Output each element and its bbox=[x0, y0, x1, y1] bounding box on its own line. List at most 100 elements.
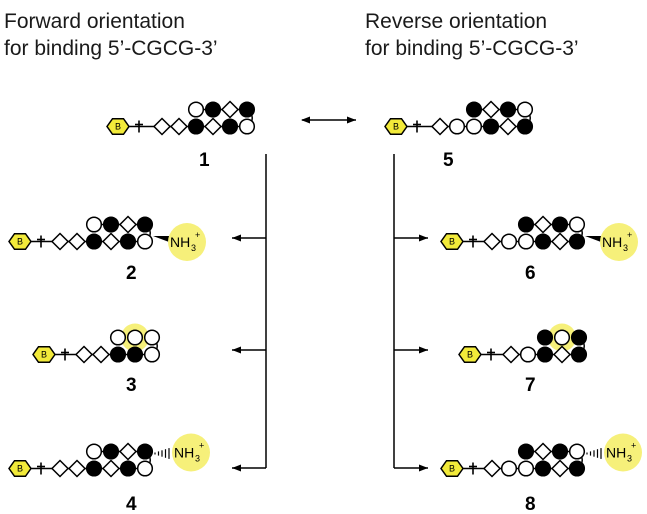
b-badge-letter: B bbox=[17, 237, 23, 247]
open-circle-unit bbox=[109, 329, 127, 346]
open-circle-unit bbox=[465, 118, 483, 135]
nh3-label: NH bbox=[602, 234, 622, 250]
filled-circle-unit bbox=[465, 101, 483, 118]
filled-circle-unit bbox=[536, 346, 554, 363]
filled-circle-unit bbox=[85, 460, 103, 477]
open-circle-unit bbox=[568, 216, 586, 233]
open-circle-unit bbox=[126, 329, 144, 346]
nh3-charge: + bbox=[627, 230, 632, 240]
nh3-highlight bbox=[604, 433, 642, 472]
diamond-unit bbox=[118, 442, 138, 461]
b-badge-icon bbox=[440, 232, 464, 251]
wedge-bond bbox=[153, 236, 169, 242]
b-badge-icon bbox=[106, 117, 130, 136]
filled-circle-unit bbox=[551, 216, 569, 233]
diamond-unit bbox=[118, 215, 138, 234]
diamond-unit bbox=[533, 442, 553, 461]
diamond-unit bbox=[220, 100, 240, 119]
filled-circle-unit bbox=[221, 118, 239, 135]
diamond-unit bbox=[67, 459, 87, 478]
b-badge-icon bbox=[440, 459, 464, 478]
nh3-highlight bbox=[168, 223, 206, 261]
reverse-header-line2: for binding 5’-CGCG-3’ bbox=[365, 37, 579, 60]
diamond-unit bbox=[101, 459, 121, 478]
open-circle-unit bbox=[187, 101, 205, 118]
filled-circle-unit bbox=[187, 118, 205, 135]
diamond-unit bbox=[169, 117, 189, 136]
b-badge-letter: B bbox=[449, 237, 455, 247]
filled-circle-unit bbox=[109, 346, 127, 363]
filled-circle-unit bbox=[551, 443, 569, 460]
filled-circle-unit bbox=[119, 460, 137, 477]
compound-label-2: 2 bbox=[126, 263, 137, 284]
molecule-5: B bbox=[384, 100, 534, 136]
filled-circle-unit bbox=[238, 101, 256, 118]
molecule-7: B bbox=[458, 323, 588, 364]
nh3-charge: + bbox=[195, 230, 200, 240]
b-badge-letter: B bbox=[17, 464, 23, 474]
forward-header-line2: for binding 5’-CGCG-3’ bbox=[4, 37, 218, 60]
diamond-unit bbox=[430, 117, 450, 136]
open-circle-unit bbox=[85, 443, 103, 460]
b-badge-icon bbox=[8, 459, 32, 478]
diamond-unit bbox=[533, 215, 553, 234]
compound-label-1: 1 bbox=[199, 150, 210, 171]
diamond-unit bbox=[501, 345, 521, 364]
b-badge-icon bbox=[458, 345, 482, 364]
diamond-unit bbox=[67, 232, 87, 251]
diamond-unit bbox=[550, 232, 570, 251]
molecule-3: B bbox=[32, 323, 161, 364]
open-circle-unit bbox=[568, 443, 586, 460]
nh3-highlight bbox=[600, 223, 638, 261]
nh3-highlight bbox=[172, 433, 210, 472]
open-circle-unit bbox=[516, 101, 534, 118]
compound-label-3: 3 bbox=[126, 375, 137, 396]
open-circle-unit bbox=[553, 329, 571, 346]
diamond-unit bbox=[203, 117, 223, 136]
nh3-subscript: 3 bbox=[627, 454, 632, 464]
filled-circle-unit bbox=[536, 329, 554, 346]
diamond-unit bbox=[498, 117, 518, 136]
filled-circle-unit bbox=[499, 101, 517, 118]
diamond-unit bbox=[152, 117, 172, 136]
diamond-unit bbox=[552, 345, 572, 364]
diamond-unit bbox=[91, 345, 111, 364]
open-circle-unit bbox=[517, 233, 535, 250]
filled-circle-unit bbox=[570, 329, 588, 346]
diamond-unit bbox=[482, 232, 502, 251]
open-circle-unit bbox=[519, 346, 537, 363]
compound-label-6: 6 bbox=[525, 263, 536, 284]
nh3-label: NH bbox=[606, 445, 626, 461]
filled-circle-unit bbox=[119, 233, 137, 250]
nh3-subscript: 3 bbox=[623, 243, 628, 253]
open-circle-unit bbox=[136, 460, 154, 477]
molecule-1: B bbox=[106, 100, 256, 136]
open-circle-unit bbox=[143, 329, 161, 346]
filled-circle-unit bbox=[568, 233, 586, 250]
reverse-header: Reverse orientation for binding 5’-CGCG-… bbox=[365, 8, 579, 62]
diamond-unit bbox=[550, 459, 570, 478]
b-badge-icon bbox=[8, 232, 32, 251]
diamond-unit bbox=[481, 100, 501, 119]
filled-circle-unit bbox=[126, 346, 144, 363]
nh3-charge: + bbox=[199, 441, 204, 451]
filled-circle-unit bbox=[517, 216, 535, 233]
b-badge-letter: B bbox=[449, 464, 455, 474]
filled-circle-unit bbox=[102, 443, 120, 460]
open-circle-unit bbox=[143, 346, 161, 363]
filled-circle-unit bbox=[102, 216, 120, 233]
compound-label-5: 5 bbox=[443, 150, 454, 171]
filled-circle-unit bbox=[517, 443, 535, 460]
b-badge-icon bbox=[32, 345, 56, 364]
b-badge-letter: B bbox=[467, 350, 473, 360]
b-badge-letter: B bbox=[393, 122, 399, 132]
filled-circle-unit bbox=[570, 346, 588, 363]
filled-circle-unit bbox=[516, 118, 534, 135]
nh3-charge: + bbox=[631, 441, 636, 451]
filled-circle-unit bbox=[568, 460, 586, 477]
open-circle-unit bbox=[448, 118, 466, 135]
